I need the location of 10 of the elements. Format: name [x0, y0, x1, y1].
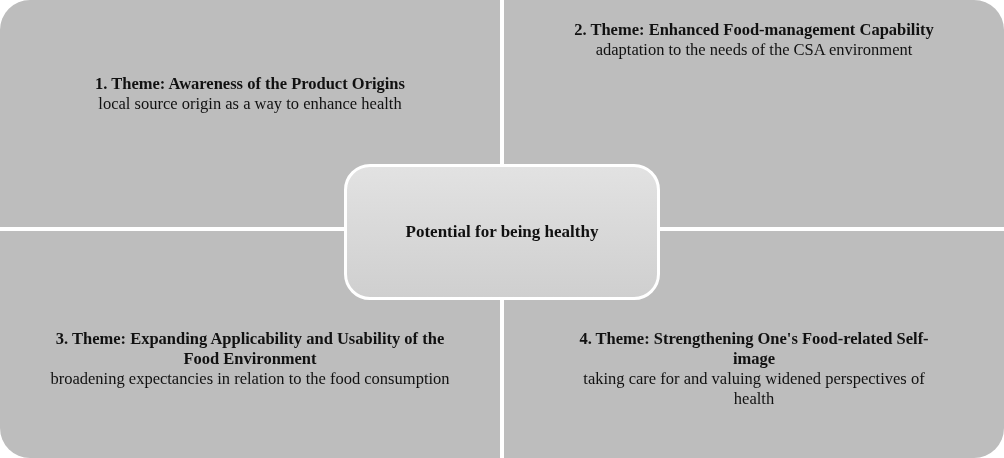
quadrant-panel: [504, 0, 1004, 227]
quadrant-panel: [0, 0, 500, 227]
theme-description: broadening expectancies in relation to the food consumption: [49, 369, 451, 389]
theme-description: local source origin as a way to enhance health: [97, 94, 403, 114]
theme-description: adaptation to the needs of the CSA environment: [594, 40, 914, 60]
theme-heading: Potential for being healthy: [405, 222, 599, 242]
center-box: [344, 164, 660, 300]
theme-heading: 1. Theme: Awareness of the Product Origins: [94, 74, 406, 94]
theme-heading: 2. Theme: Enhanced Food-management Capability: [574, 20, 934, 40]
theme-description: taking care for and valuing widened perspectives of health: [582, 369, 926, 409]
